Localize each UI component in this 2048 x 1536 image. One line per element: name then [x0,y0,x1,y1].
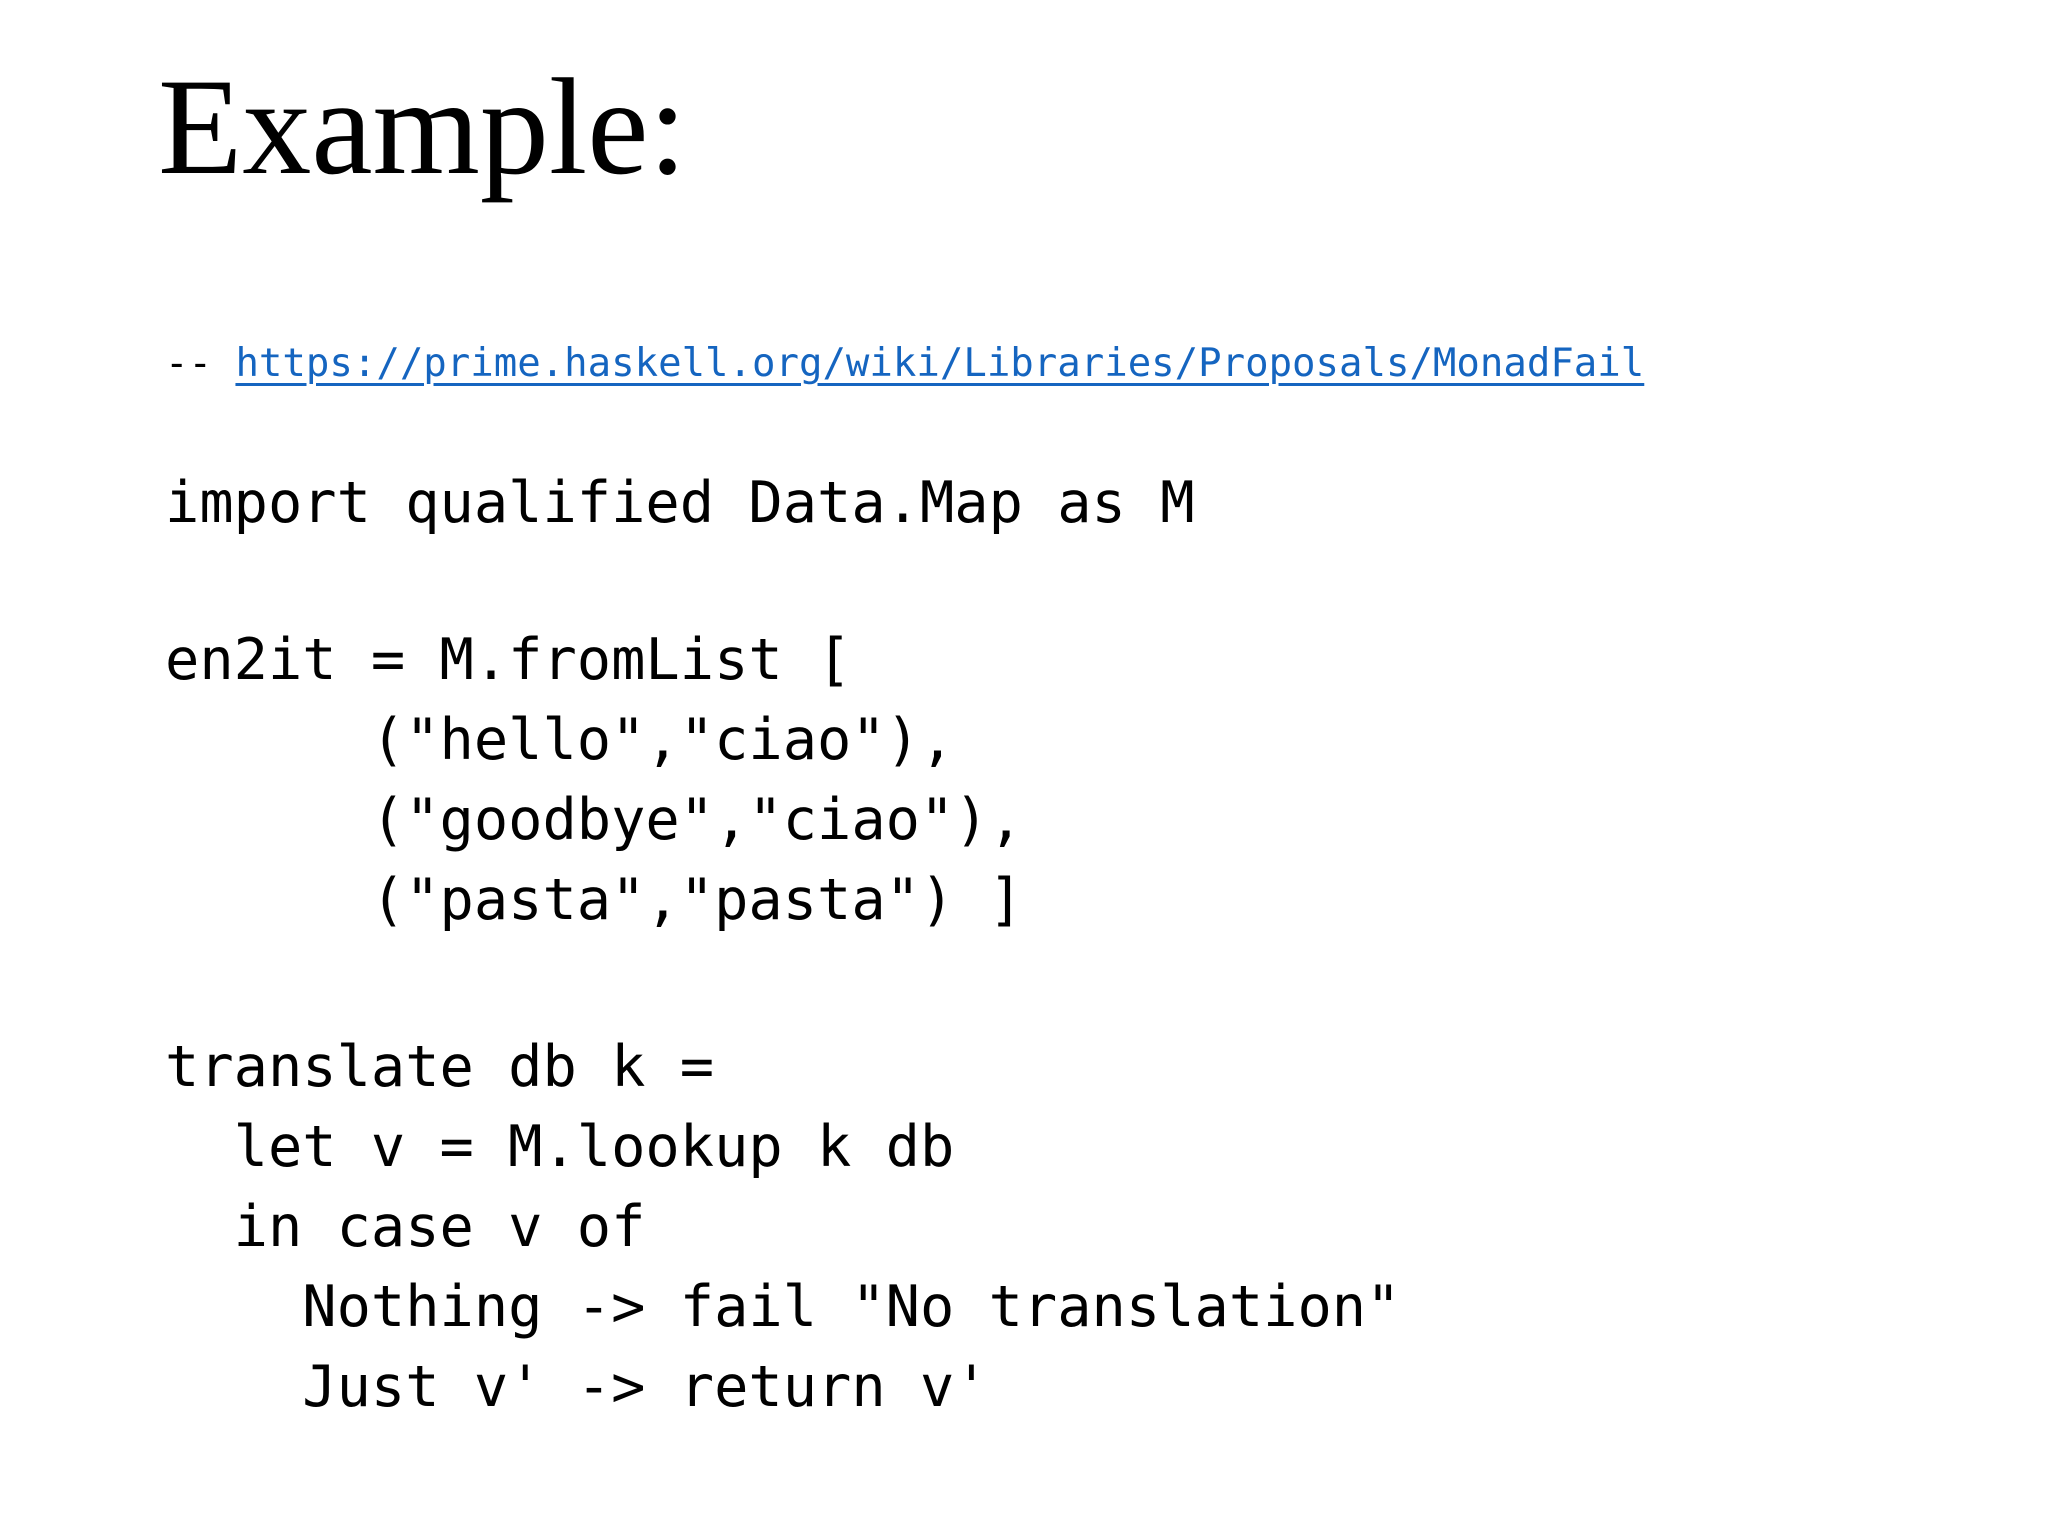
slide-title: Example: [158,50,687,203]
code-line: en2it = M.fromList [ [165,627,852,693]
code-line: let v = M.lookup k db [165,1114,955,1180]
code-line: Just v' -> return v' [165,1354,989,1420]
code-block-import: import qualified Data.Map as M [165,463,1195,543]
code-block-en2it: en2it = M.fromList [ ("hello","ciao"), (… [165,620,1023,940]
code-block-translate: translate db k = let v = M.lookup k db i… [165,1027,1400,1427]
code-line: ("pasta","pasta") ] [165,867,1023,933]
code-line: Nothing -> fail "No translation" [165,1274,1401,1340]
comment-prefix: -- [165,341,236,386]
code-line: translate db k = [165,1034,715,1100]
code-line: ("goodbye","ciao"), [165,787,1023,853]
code-comment-line: -- https://prime.haskell.org/wiki/Librar… [165,336,1644,392]
code-line: import qualified Data.Map as M [165,470,1195,536]
monadfail-proposal-link[interactable]: https://prime.haskell.org/wiki/Libraries… [235,341,1645,386]
code-line: ("hello","ciao"), [165,707,955,773]
code-line: in case v of [165,1194,646,1260]
